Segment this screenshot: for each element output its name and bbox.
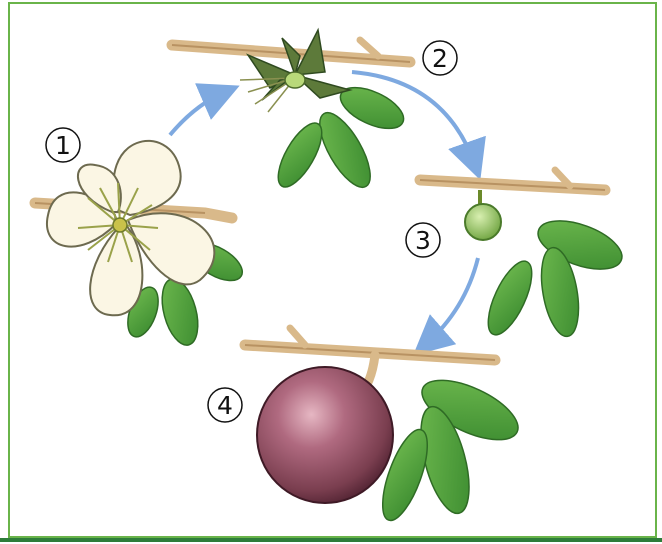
leaf bbox=[156, 275, 205, 349]
label-2: 2 bbox=[423, 41, 457, 75]
svg-text:3: 3 bbox=[415, 226, 431, 255]
leaf bbox=[270, 117, 330, 193]
stage-2-withered-flower bbox=[172, 30, 410, 194]
arrow-3-to-4 bbox=[425, 258, 478, 345]
young-fruit bbox=[465, 204, 501, 240]
svg-text:2: 2 bbox=[432, 44, 448, 73]
arrow-1-to-2 bbox=[170, 92, 225, 135]
label-4: 4 bbox=[208, 388, 242, 422]
svg-text:4: 4 bbox=[217, 391, 233, 420]
svg-text:1: 1 bbox=[55, 131, 71, 160]
stage-1-flower bbox=[35, 141, 248, 349]
label-1: 1 bbox=[46, 128, 80, 162]
petals bbox=[47, 141, 214, 315]
leaf bbox=[480, 255, 541, 340]
stage-4-ripe-fruit bbox=[245, 328, 526, 526]
ripe-fruit bbox=[257, 367, 393, 503]
label-3: 3 bbox=[406, 223, 440, 257]
